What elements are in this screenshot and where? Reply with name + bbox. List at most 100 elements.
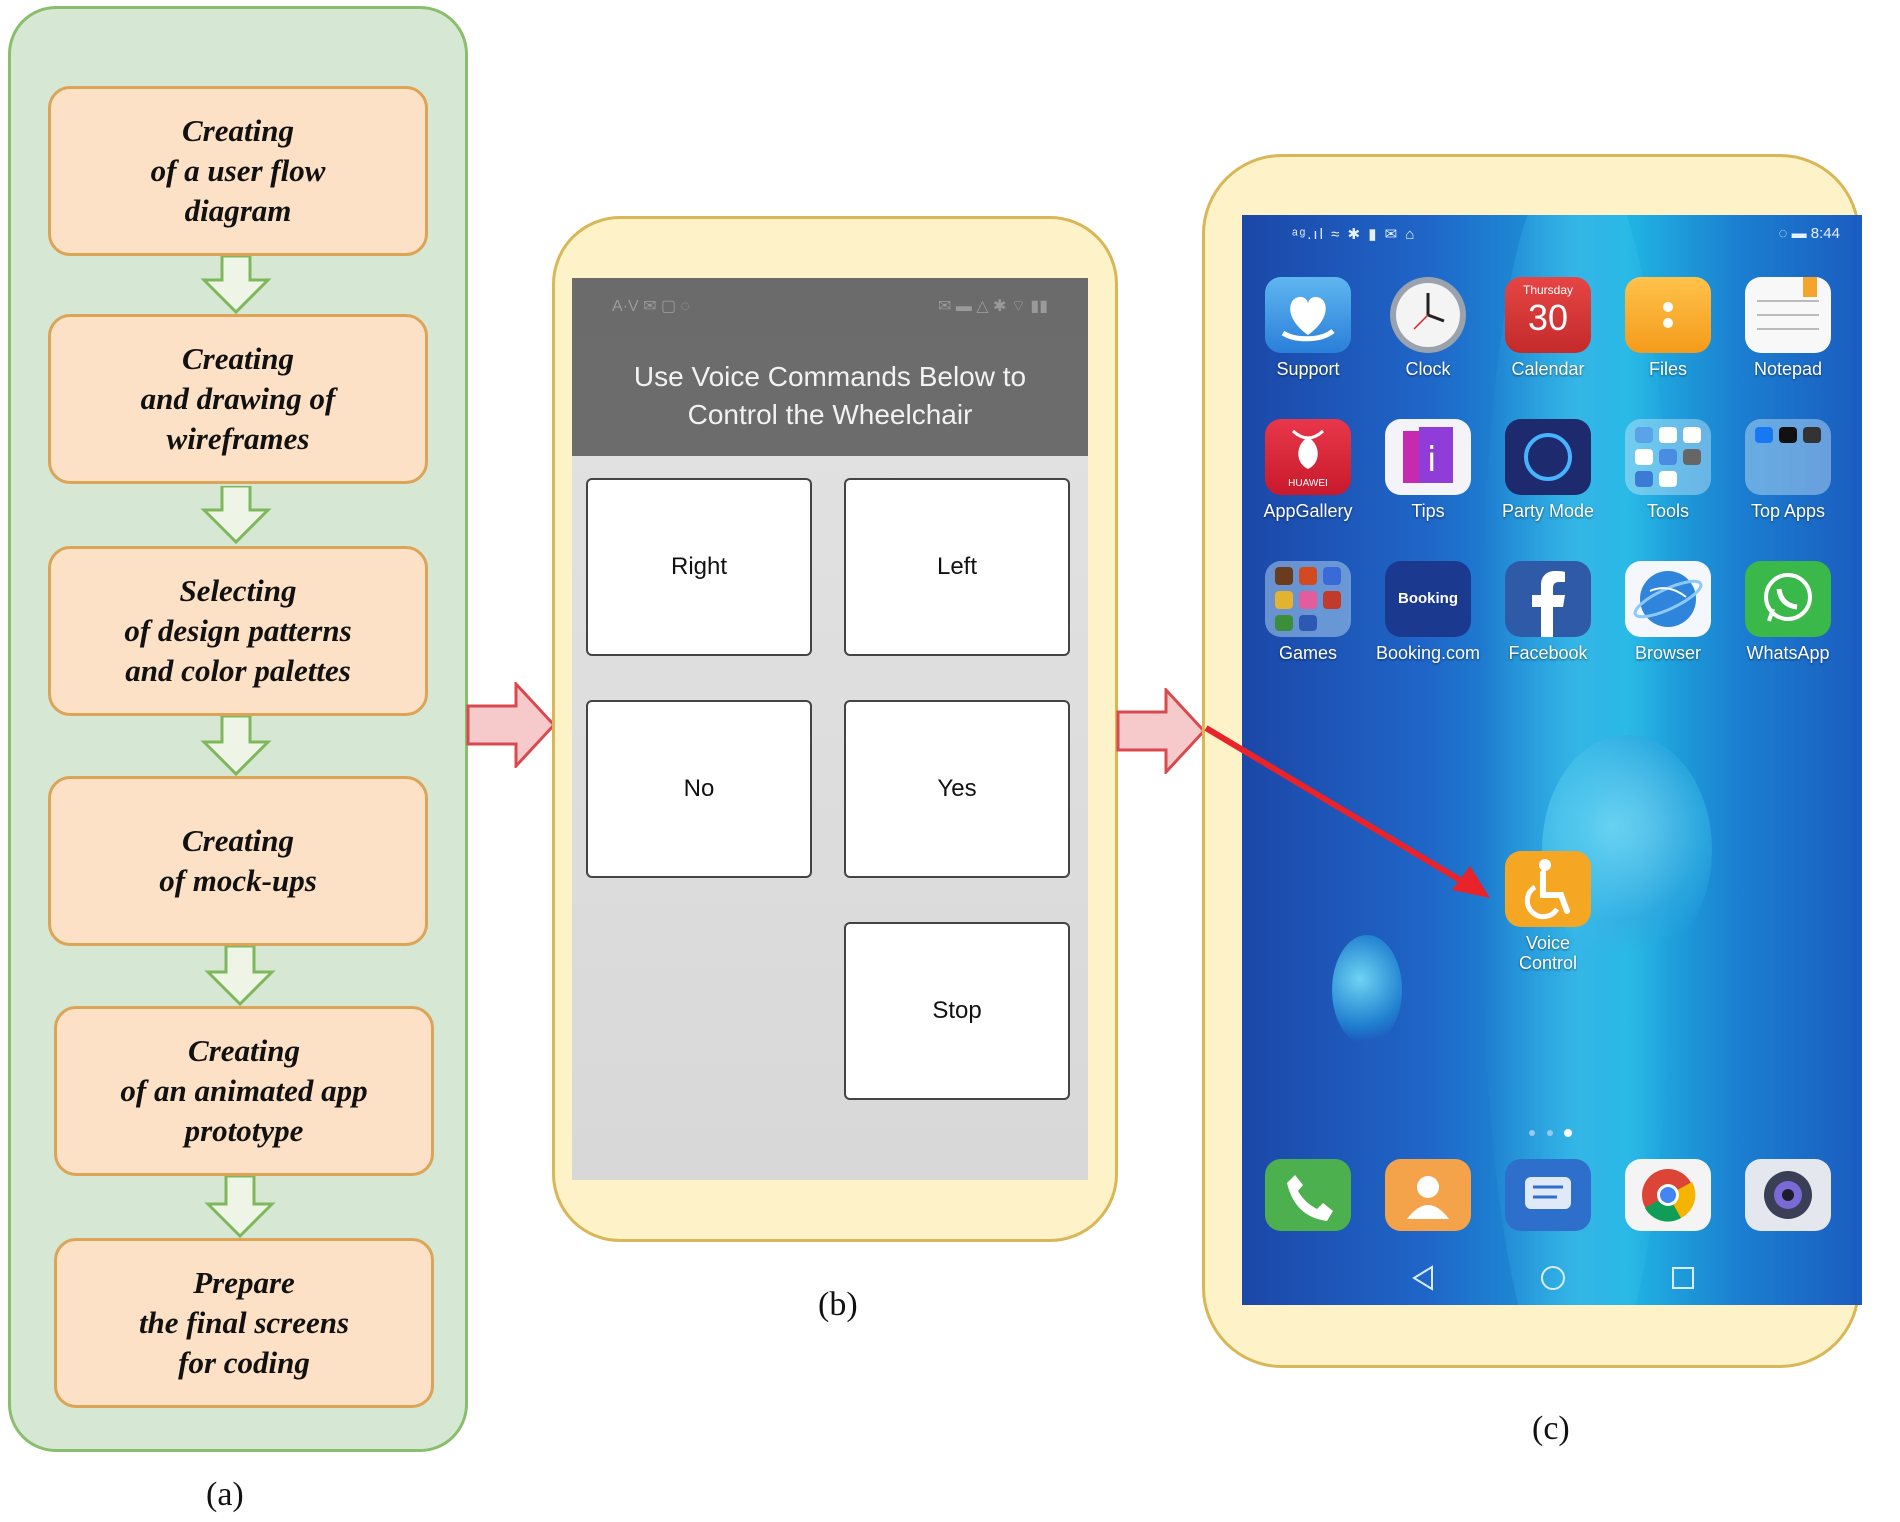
down-arrow-icon xyxy=(204,1176,276,1238)
app-label: Tools xyxy=(1646,501,1690,521)
browser-globe-icon xyxy=(1625,561,1711,637)
app-label: Voice Control xyxy=(1518,933,1578,973)
caption-c: (c) xyxy=(1532,1410,1570,1447)
caption-a: (a) xyxy=(206,1476,244,1513)
dock-contacts[interactable] xyxy=(1368,1159,1488,1231)
app-label: Calendar xyxy=(1511,359,1585,379)
app-label: Booking.com xyxy=(1375,643,1481,663)
app-tools[interactable]: Tools xyxy=(1608,419,1728,522)
app-label: Party Mode xyxy=(1501,501,1595,521)
camera-icon xyxy=(1745,1159,1831,1231)
whatsapp-icon xyxy=(1745,561,1831,637)
calendar-date: 30 xyxy=(1527,297,1569,338)
notepad-icon xyxy=(1745,277,1831,353)
tips-icon: i xyxy=(1385,419,1471,495)
app-label: Clock xyxy=(1405,359,1451,379)
dock-camera[interactable] xyxy=(1728,1159,1848,1231)
app-label: Top Apps xyxy=(1750,501,1826,521)
status-left: ᵃᵍ.ıl ≈ ✱ ▮ ✉ ⌂ xyxy=(1292,226,1417,243)
phone-home-screen: ᵃᵍ.ıl ≈ ✱ ▮ ✉ ⌂ ◌ ▬ 8:44 Support Clock T… xyxy=(1242,215,1862,1305)
wheelchair-app-screen: A·V ✉ ▢ ◌ ✉ ▬ △ ✱ ⌔ ▮▮ Use Voice Command… xyxy=(572,278,1088,1180)
app-header-title: Use Voice Commands Below to Control the … xyxy=(572,336,1088,456)
dock-phone[interactable] xyxy=(1248,1159,1368,1231)
svg-text:i: i xyxy=(1427,440,1436,480)
facebook-icon xyxy=(1505,561,1591,637)
status-bar: ᵃᵍ.ıl ≈ ✱ ▮ ✉ ⌂ ◌ ▬ 8:44 xyxy=(1242,215,1862,253)
calendar-day: Thursday xyxy=(1522,283,1574,297)
down-arrow-icon xyxy=(200,716,272,776)
down-arrow-icon xyxy=(200,256,272,314)
party-mode-ring-icon xyxy=(1505,419,1591,495)
app-party-mode[interactable]: Party Mode xyxy=(1488,419,1608,522)
booking-icon: Booking xyxy=(1385,561,1471,637)
dock-messages[interactable] xyxy=(1488,1159,1608,1231)
home-icon[interactable] xyxy=(1538,1263,1568,1293)
down-arrow-icon xyxy=(204,946,276,1006)
dock-chrome[interactable] xyxy=(1608,1159,1728,1231)
app-browser[interactable]: Browser xyxy=(1608,561,1728,664)
app-label: Games xyxy=(1278,643,1338,663)
step-wireframes: Creating and drawing of wireframes xyxy=(48,314,428,484)
app-facebook[interactable]: Facebook xyxy=(1488,561,1608,664)
app-label: AppGallery xyxy=(1263,501,1353,521)
folder-icon xyxy=(1625,277,1711,353)
recents-icon[interactable] xyxy=(1670,1265,1696,1291)
app-label: WhatsApp xyxy=(1746,643,1830,663)
step-final-screens: Prepare the final screens for coding xyxy=(54,1238,434,1408)
huawei-bag-icon: HUAWEI xyxy=(1265,419,1351,495)
wallpaper-drop xyxy=(1332,935,1402,1045)
right-arrow-icon xyxy=(466,682,556,768)
app-booking[interactable]: Booking Booking.com xyxy=(1368,561,1488,664)
status-right: ◌ ▬ 8:44 xyxy=(1778,225,1840,242)
left-button[interactable]: Left xyxy=(844,478,1070,656)
step-mockups: Creating of mock-ups xyxy=(48,776,428,946)
app-support[interactable]: Support xyxy=(1248,277,1368,380)
status-bar: A·V ✉ ▢ ◌ ✉ ▬ △ ✱ ⌔ ▮▮ xyxy=(572,278,1088,336)
yes-button[interactable]: Yes xyxy=(844,700,1070,878)
calendar-icon: Thursday 30 xyxy=(1505,277,1591,353)
wallpaper-wave xyxy=(1482,215,1672,1305)
app-label: Files xyxy=(1648,359,1687,379)
huawei-label: HUAWEI xyxy=(1288,478,1328,489)
app-label: Support xyxy=(1276,359,1340,379)
status-left: A·V ✉ ▢ ◌ xyxy=(612,298,691,315)
right-arrow-icon xyxy=(1116,688,1206,774)
wheelchair-icon xyxy=(1505,851,1591,927)
no-button[interactable]: No xyxy=(586,700,812,878)
messages-icon xyxy=(1505,1159,1591,1231)
app-label: Tips xyxy=(1411,501,1445,521)
app-label: Facebook xyxy=(1508,643,1588,663)
chrome-icon xyxy=(1625,1159,1711,1231)
status-right: ✉ ▬ △ ✱ ⌔ ▮▮ xyxy=(938,298,1048,315)
app-label: Browser xyxy=(1634,643,1701,663)
highlight-arrow xyxy=(1204,725,1490,898)
app-appgallery[interactable]: HUAWEI AppGallery xyxy=(1248,419,1368,522)
support-heart-icon xyxy=(1265,277,1351,353)
down-arrow-icon xyxy=(200,486,272,544)
phone-icon xyxy=(1265,1159,1351,1231)
app-clock[interactable]: Clock xyxy=(1368,277,1488,380)
back-icon[interactable] xyxy=(1408,1263,1438,1293)
clock-icon xyxy=(1390,277,1466,353)
app-notepad[interactable]: Notepad xyxy=(1728,277,1848,380)
stop-button[interactable]: Stop xyxy=(844,922,1070,1100)
tools-folder-icon xyxy=(1625,419,1711,495)
top-apps-folder-icon xyxy=(1745,419,1831,495)
app-top-apps[interactable]: Top Apps xyxy=(1728,419,1848,522)
step-design-patterns: Selecting of design patterns and color p… xyxy=(48,546,428,716)
caption-b: (b) xyxy=(818,1286,858,1323)
contacts-icon xyxy=(1385,1159,1471,1231)
step-user-flow: Creating of a user flow diagram xyxy=(48,86,428,256)
right-button[interactable]: Right xyxy=(586,478,812,656)
app-games[interactable]: Games xyxy=(1248,561,1368,664)
app-whatsapp[interactable]: WhatsApp xyxy=(1728,561,1848,664)
step-animated-prototype: Creating of an animated app prototype xyxy=(54,1006,434,1176)
app-voice-control[interactable]: Voice Control xyxy=(1488,851,1608,973)
app-label: Notepad xyxy=(1753,359,1823,379)
page-indicator xyxy=(1529,1129,1572,1137)
app-tips[interactable]: i Tips xyxy=(1368,419,1488,522)
app-files[interactable]: Files xyxy=(1608,277,1728,380)
app-calendar[interactable]: Thursday 30 Calendar xyxy=(1488,277,1608,380)
booking-label: Booking xyxy=(1398,590,1458,607)
games-folder-icon xyxy=(1265,561,1351,637)
